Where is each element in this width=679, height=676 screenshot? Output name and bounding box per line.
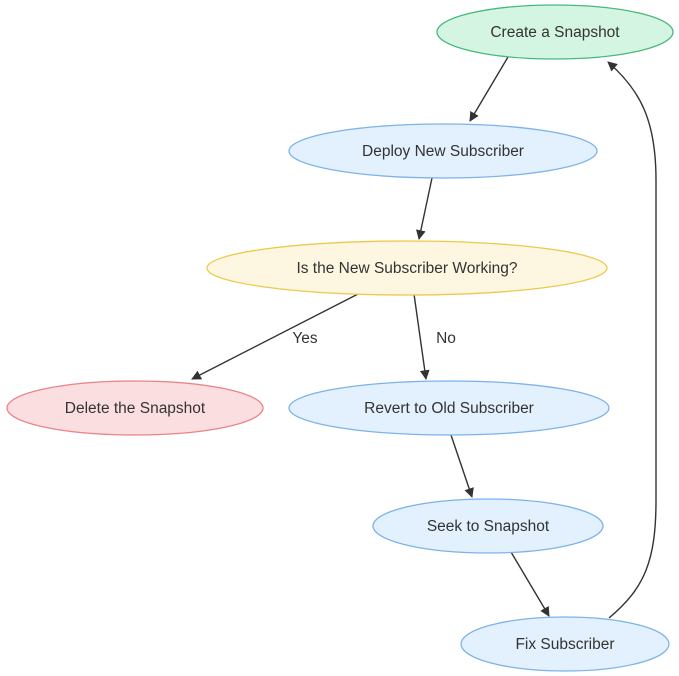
edge-seek-to-snapshot-to-fix-subscriber bbox=[510, 551, 550, 617]
edge-labels-layer: Yes No bbox=[292, 330, 456, 347]
node-deploy-new-subscriber[interactable]: Deploy New Subscriber bbox=[288, 123, 598, 179]
node-shape-revert-old-subscriber bbox=[288, 380, 610, 436]
node-delete-snapshot[interactable]: Delete the Snapshot bbox=[6, 380, 264, 436]
node-shape-create-snapshot bbox=[436, 4, 674, 60]
node-shape-is-new-subscriber-working bbox=[206, 240, 608, 296]
edge-create-snapshot-to-deploy-new-subscriber bbox=[469, 56, 509, 122]
edge-deploy-new-subscriber-to-is-new-subscriber-working bbox=[416, 177, 433, 240]
edge-is-new-subscriber-working-to-delete-snapshot bbox=[191, 292, 361, 380]
edges-layer bbox=[191, 56, 657, 619]
node-label-is-new-subscriber-working: Is the New Subscriber Working? bbox=[296, 260, 517, 277]
edge-label-yes: Yes bbox=[292, 330, 318, 347]
node-create-snapshot[interactable]: Create a Snapshot bbox=[436, 4, 674, 60]
node-label-fix-subscriber: Fix Subscriber bbox=[515, 636, 614, 653]
node-label-revert-old-subscriber: Revert to Old Subscriber bbox=[364, 400, 534, 417]
node-label-seek-to-snapshot: Seek to Snapshot bbox=[427, 518, 550, 535]
node-label-delete-snapshot: Delete the Snapshot bbox=[65, 400, 206, 417]
edge-fix-subscriber-to-create-snapshot bbox=[607, 61, 657, 619]
node-shape-seek-to-snapshot bbox=[372, 498, 604, 554]
node-label-create-snapshot: Create a Snapshot bbox=[490, 24, 620, 41]
node-label-deploy-new-subscriber: Deploy New Subscriber bbox=[362, 143, 524, 160]
node-fix-subscriber[interactable]: Fix Subscriber bbox=[460, 616, 670, 672]
node-is-new-subscriber-working[interactable]: Is the New Subscriber Working? bbox=[206, 240, 608, 296]
edge-revert-old-subscriber-to-seek-to-snapshot bbox=[450, 434, 474, 498]
edge-is-new-subscriber-working-to-revert-old-subscriber bbox=[413, 293, 430, 380]
node-shape-delete-snapshot bbox=[6, 380, 264, 436]
edge-label-no: No bbox=[436, 330, 456, 347]
node-shape-deploy-new-subscriber bbox=[288, 123, 598, 179]
node-seek-to-snapshot[interactable]: Seek to Snapshot bbox=[372, 498, 604, 554]
node-shape-fix-subscriber bbox=[460, 616, 670, 672]
node-revert-old-subscriber[interactable]: Revert to Old Subscriber bbox=[288, 380, 610, 436]
